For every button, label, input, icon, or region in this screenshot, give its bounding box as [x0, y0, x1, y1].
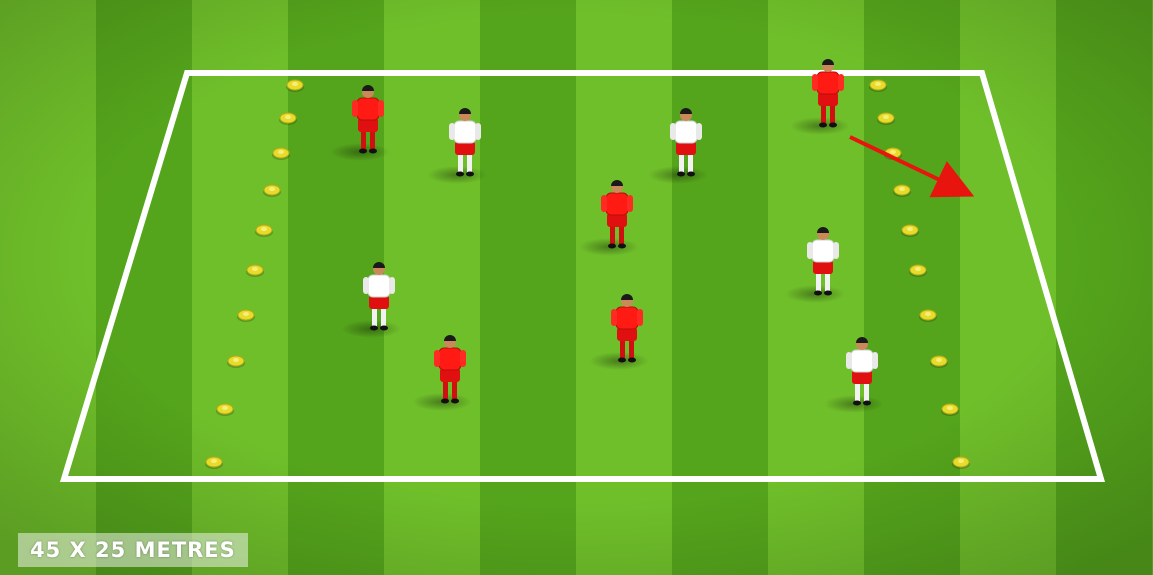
cone-marker [952, 457, 970, 469]
cone-marker [877, 113, 895, 125]
cone-marker [205, 457, 223, 469]
cone-marker [909, 265, 927, 277]
cone-marker [919, 310, 937, 322]
cone-marker [263, 185, 281, 197]
cone-marker [227, 356, 245, 368]
dimensions-label: 45 X 25 METRES [18, 533, 248, 567]
cone-marker [216, 404, 234, 416]
cone-marker [901, 225, 919, 237]
cone-marker [941, 404, 959, 416]
cone-marker [272, 148, 290, 160]
cone-marker [279, 113, 297, 125]
cone-marker [893, 185, 911, 197]
cone-marker [286, 80, 304, 92]
cone-marker [237, 310, 255, 322]
cone-marker [246, 265, 264, 277]
cone-marker [255, 225, 273, 237]
cone-marker [869, 80, 887, 92]
cone-marker [930, 356, 948, 368]
